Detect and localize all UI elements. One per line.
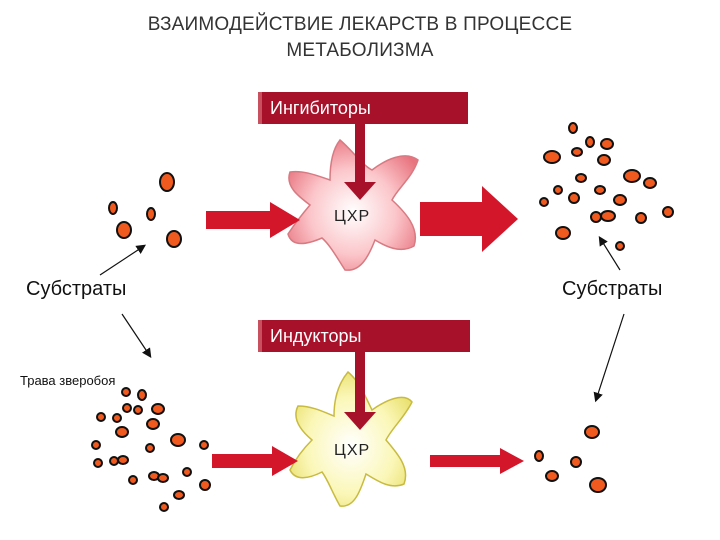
substrate-particle xyxy=(543,150,561,164)
substrate-particle xyxy=(623,169,641,183)
substrate-particle xyxy=(662,206,674,218)
substrate-particle xyxy=(122,403,132,413)
inducers-label: Индукторы xyxy=(258,320,470,352)
substrate-particle xyxy=(109,456,119,466)
substrate-particle xyxy=(93,458,103,468)
substrate-particle xyxy=(108,201,118,215)
substrate-particle xyxy=(116,221,132,239)
substrate-particle xyxy=(121,387,131,397)
pointer-right-down xyxy=(593,313,625,403)
substrate-particle xyxy=(133,405,143,415)
bottom-left-arrow xyxy=(212,446,298,476)
substrate-particle xyxy=(128,475,138,485)
substrate-particle xyxy=(643,177,657,189)
inhibitors-label: Ингибиторы xyxy=(258,92,468,124)
substrate-particle xyxy=(146,207,156,221)
substrate-particle xyxy=(91,440,101,450)
top-right-arrow xyxy=(420,186,518,252)
substrates-right-label: Субстраты xyxy=(562,278,663,300)
bottom-right-arrow xyxy=(430,448,524,474)
inducer-arrow xyxy=(344,350,376,430)
substrates-left-label: Субстраты xyxy=(26,278,127,300)
pointer-right-up xyxy=(598,235,621,271)
substrate-particle xyxy=(96,412,106,422)
substrate-particle xyxy=(571,147,583,157)
top-left-arrow xyxy=(206,202,300,238)
substrate-particle xyxy=(170,433,186,447)
title-line-2: МЕТАБОЛИЗМА xyxy=(286,40,434,61)
substrate-particle xyxy=(137,389,147,401)
enzyme-bottom-label: ЦХР xyxy=(334,442,371,459)
pointer-left-up xyxy=(99,244,147,276)
substrate-particle xyxy=(568,122,578,134)
substrate-particle xyxy=(600,138,614,150)
substrate-particle xyxy=(594,185,606,195)
substrate-particle xyxy=(115,426,129,438)
substrate-particle xyxy=(159,172,175,192)
substrate-particle xyxy=(157,473,169,483)
substrate-particle xyxy=(146,418,160,430)
substrate-particle xyxy=(555,226,571,240)
substrate-particle xyxy=(199,440,209,450)
substrate-particle xyxy=(589,477,607,493)
substrate-particle xyxy=(585,136,595,148)
substrate-particle xyxy=(575,173,587,183)
enzyme-top-shape xyxy=(287,138,419,271)
substrate-particle xyxy=(568,192,580,204)
substrate-particle xyxy=(182,467,192,477)
substrate-particle xyxy=(145,443,155,453)
substrate-particle xyxy=(553,185,563,195)
substrate-particles xyxy=(91,122,674,512)
substrate-particle xyxy=(570,456,582,468)
pointer-left-down xyxy=(121,313,152,358)
substrate-particle xyxy=(590,211,602,223)
substrate-particle xyxy=(615,241,625,251)
substrate-particle xyxy=(173,490,185,500)
substrate-particle xyxy=(199,479,211,491)
herb-label: Трава зверобоя xyxy=(20,373,116,388)
enzyme-bottom-shape xyxy=(289,370,413,507)
substrate-particle xyxy=(117,455,129,465)
slide-title: ВЗАИМОДЕЙСТВИЕ ЛЕКАРСТВ В ПРОЦЕССЕ МЕТАБ… xyxy=(0,12,720,64)
substrate-particle xyxy=(151,403,165,415)
substrate-particle xyxy=(613,194,627,206)
enzyme-top-label: ЦХР xyxy=(334,208,371,225)
substrate-particle xyxy=(584,425,600,439)
substrate-particle xyxy=(635,212,647,224)
inhibitor-arrow xyxy=(344,124,376,200)
substrate-particle xyxy=(600,210,616,222)
substrate-particle xyxy=(539,197,549,207)
substrate-particle xyxy=(166,230,182,248)
substrate-particle xyxy=(159,502,169,512)
substrate-particle xyxy=(534,450,544,462)
substrate-particle xyxy=(112,413,122,423)
substrate-particle xyxy=(597,154,611,166)
title-line-1: ВЗАИМОДЕЙСТВИЕ ЛЕКАРСТВ В ПРОЦЕССЕ xyxy=(147,14,573,35)
substrate-particle xyxy=(545,470,559,482)
